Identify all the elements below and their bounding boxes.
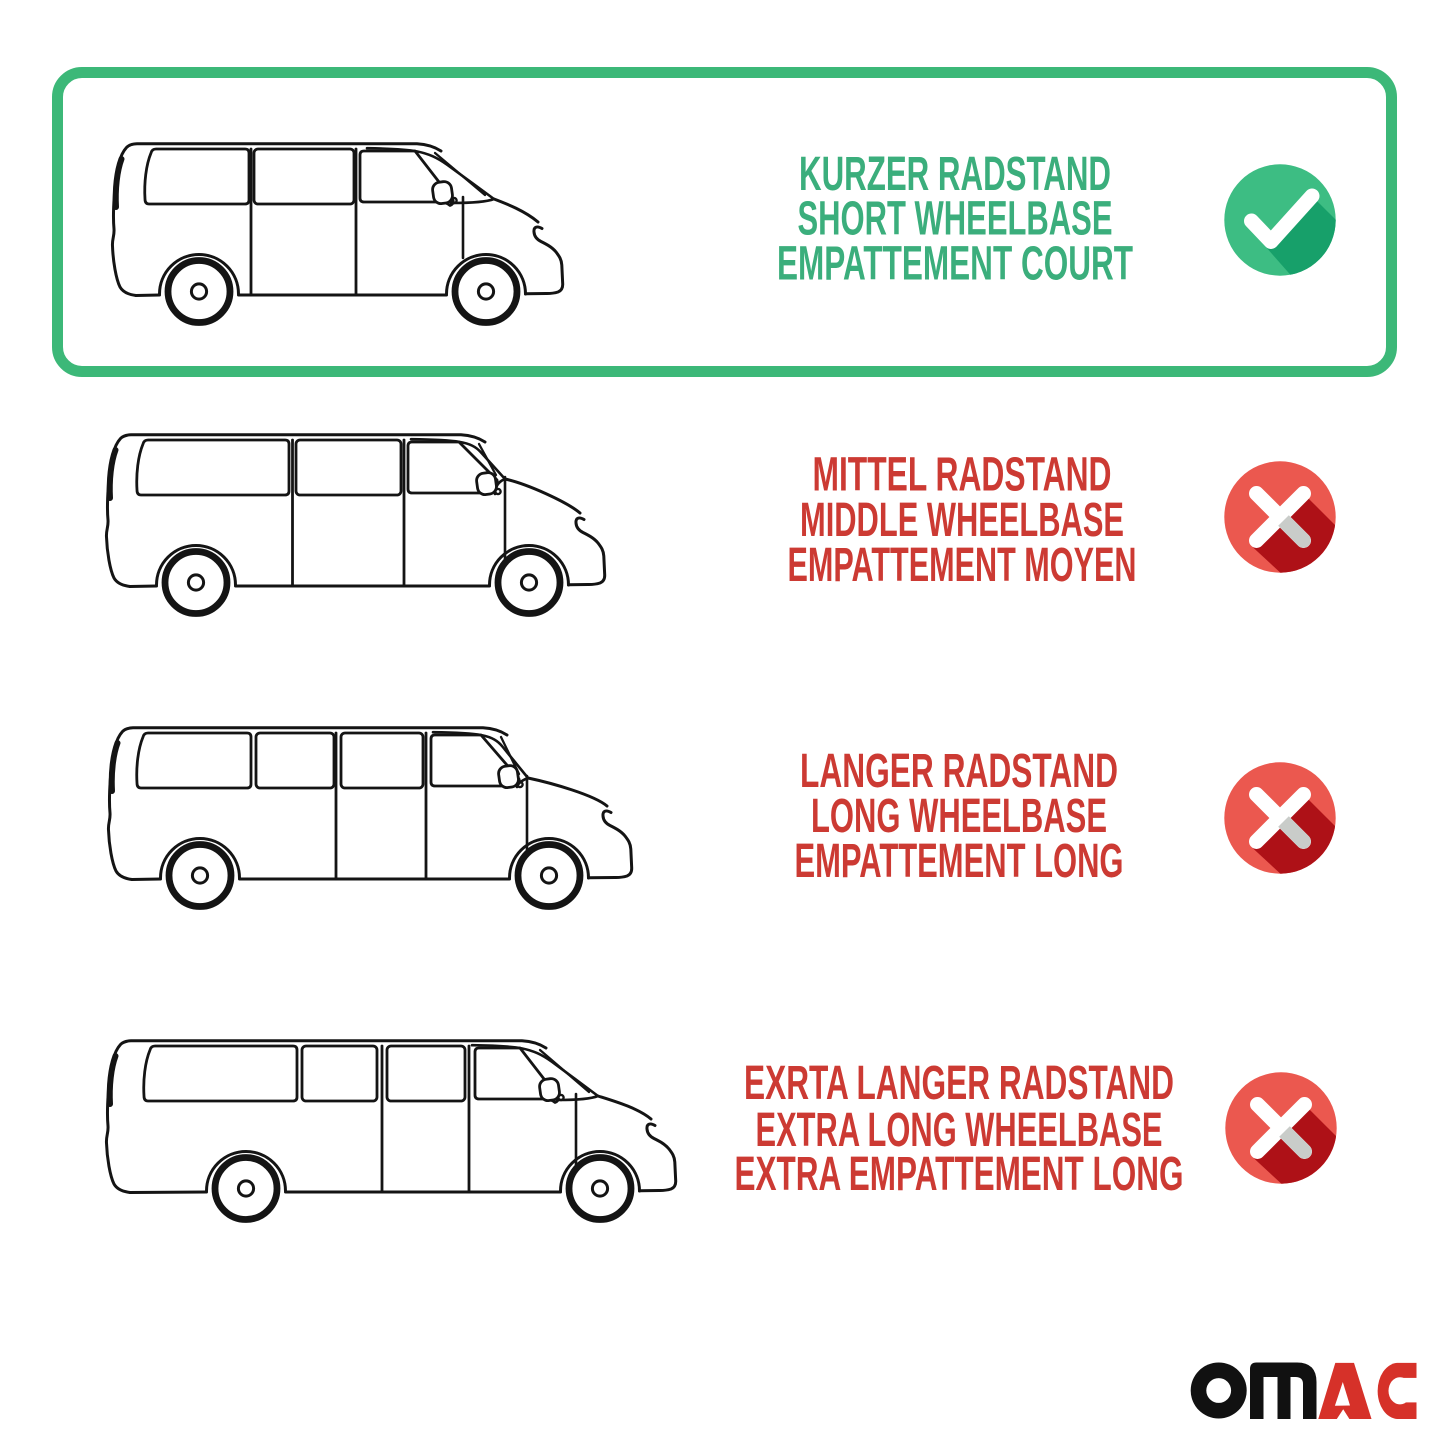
svg-text:EXRTA LANGER RADSTAND: EXRTA LANGER RADSTAND xyxy=(744,1056,1174,1110)
svg-text:EMPATTEMENT LONG: EMPATTEMENT LONG xyxy=(795,834,1124,888)
svg-text:SHORT WHEELBASE: SHORT WHEELBASE xyxy=(798,192,1113,246)
svg-text:MIDDLE WHEELBASE: MIDDLE WHEELBASE xyxy=(800,493,1124,547)
svg-text:KURZER RADSTAND: KURZER RADSTAND xyxy=(799,147,1111,201)
svg-text:MITTEL RADSTAND: MITTEL RADSTAND xyxy=(813,448,1112,502)
svg-text:LONG WHEELBASE: LONG WHEELBASE xyxy=(811,789,1107,843)
svg-text:EMPATTEMENT MOYEN: EMPATTEMENT MOYEN xyxy=(788,538,1137,592)
svg-text:EMPATTEMENT COURT: EMPATTEMENT COURT xyxy=(777,236,1133,290)
svg-text:LANGER RADSTAND: LANGER RADSTAND xyxy=(800,744,1118,798)
svg-text:EXTRA LONG WHEELBASE: EXTRA LONG WHEELBASE xyxy=(756,1103,1163,1157)
svg-text:EXTRA EMPATTEMENT LONG: EXTRA EMPATTEMENT LONG xyxy=(735,1147,1184,1201)
